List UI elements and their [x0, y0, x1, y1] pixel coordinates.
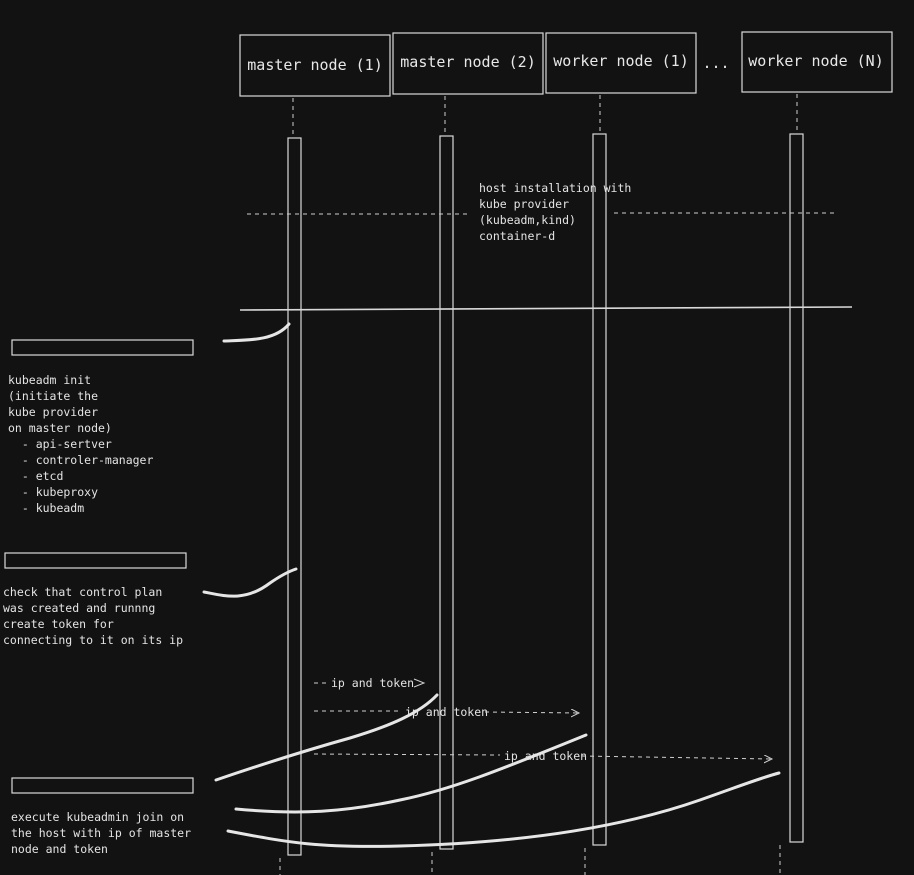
init-note-line-8: - etcd	[8, 469, 63, 483]
init-note-line-7: - controler-manager	[8, 453, 153, 467]
check-connector	[202, 567, 298, 598]
init-note-line-4: on master node)	[8, 421, 112, 435]
actor-label-worker-node-1: worker node (1)	[553, 52, 688, 70]
message-2-label: ip and token	[405, 705, 488, 719]
join-note-header	[11, 777, 194, 794]
host-install-note-line-2: kube provider	[479, 197, 569, 211]
message-3-line-right	[581, 756, 772, 759]
init-note-line-9: - kubeproxy	[8, 485, 98, 499]
message-1-label: ip and token	[331, 676, 414, 690]
init-note-line-3: kube provider	[8, 405, 98, 419]
message-2-line-right	[484, 712, 579, 713]
join-note-line-1: execute kubeadmin join on	[11, 810, 184, 824]
actor-label-worker-node-n: worker node (N)	[748, 52, 883, 70]
activation-worker-node-n	[789, 133, 804, 843]
activation-master-node-1	[287, 137, 302, 856]
actor-box-worker-node-n	[741, 31, 893, 93]
host-install-note-line-1: host installation with	[479, 181, 631, 195]
init-connector	[222, 322, 291, 343]
init-note-line-6-api: - api-sertver	[8, 437, 112, 451]
join-connector-worker-1	[234, 733, 588, 814]
join-note-line-3: node and token	[11, 842, 108, 856]
message-3-line-left	[313, 753, 501, 756]
init-note-line-10: - kubeadm	[8, 501, 84, 515]
init-note-header	[11, 339, 194, 356]
join-connector-worker-n	[226, 771, 781, 848]
activation-worker-node-1	[592, 133, 607, 846]
check-note-line-3: create token for	[3, 617, 114, 631]
host-install-note-line-4: container-d	[479, 229, 555, 243]
phase-separator	[239, 306, 853, 311]
actor-ellipsis: ...	[702, 54, 729, 72]
actor-label-master-node-1: master node (1)	[247, 56, 382, 74]
actor-label-master-node-2: master node (2)	[400, 53, 535, 71]
message-1-arrowhead	[413, 678, 426, 688]
actor-box-master-node-2	[392, 32, 544, 95]
join-note-line-2: the host with ip of master	[11, 826, 191, 840]
check-note-line-2: was created and runnng	[3, 601, 155, 615]
actor-box-worker-node-1	[545, 32, 697, 94]
actor-box-master-node-1	[239, 34, 391, 97]
check-note-line-1: check that control plan	[3, 585, 162, 599]
check-note-line-4: connecting to it on its ip	[3, 633, 183, 647]
host-install-note-line-3: (kubeadm,kind)	[479, 213, 576, 227]
init-note-line-1: kubeadm init	[8, 373, 91, 387]
check-note-header	[4, 552, 187, 569]
activation-master-node-2	[439, 135, 454, 850]
init-note-line-2: (initiate the	[8, 389, 98, 403]
join-connector-master-2	[214, 693, 439, 782]
